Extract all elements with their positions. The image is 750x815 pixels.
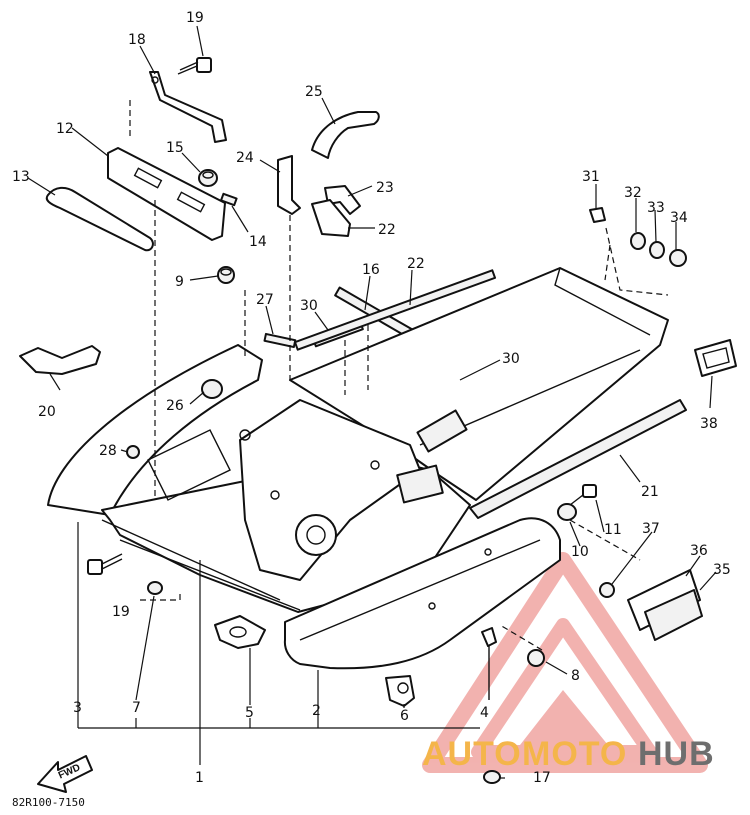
label-2: 2 [312, 703, 321, 719]
collar-10 [557, 503, 577, 521]
svg-text:HUB: HUB [638, 735, 715, 773]
collar-9 [217, 266, 235, 284]
assembly-lines [129, 100, 669, 651]
label-12: 12 [56, 121, 74, 137]
label-34: 34 [670, 210, 688, 226]
strip-21 [469, 399, 687, 519]
label-10: 10 [571, 544, 589, 560]
label-33: 33 [647, 200, 665, 216]
cover-26 [311, 111, 380, 159]
fwd-arrow-icon: FWD [37, 755, 93, 793]
diagram-code: 82R100-7150 [12, 796, 85, 809]
bracket-20 [19, 345, 101, 375]
ring-29 [126, 445, 140, 459]
grommet-8 [527, 649, 545, 667]
strip-22 [293, 269, 497, 351]
bracket-23 [311, 199, 351, 237]
rubber-27 [201, 379, 223, 399]
label-25: 24 [236, 150, 254, 166]
label-1: 1 [195, 770, 204, 786]
watermark-triangle-logo [422, 552, 708, 773]
leader-lines [27, 25, 717, 779]
label-23: 22 [378, 222, 396, 238]
nut-37 [599, 582, 615, 598]
label-16: 16 [362, 262, 380, 278]
label-7: 7 [132, 700, 141, 716]
cap-17 [483, 770, 501, 784]
bolt-top [177, 57, 212, 75]
label-31: 31 [582, 169, 600, 185]
plate-12 [107, 147, 226, 241]
label-20: 20 [38, 404, 56, 420]
label-11: 11 [604, 522, 622, 538]
bracket-5 [214, 615, 266, 649]
bracket-18 [149, 71, 227, 143]
washer-32 [630, 232, 646, 250]
part-labels: 19 18 12 13 15 14 24 25 23 22 9 27 30 16… [12, 10, 731, 786]
pad-14 [220, 192, 238, 207]
label-19-lower: 19 [112, 604, 130, 620]
rubber-15 [198, 169, 218, 187]
bracket-25 [277, 155, 301, 215]
label-6: 6 [400, 708, 409, 724]
side-cover-2 [283, 517, 561, 670]
grommet-38 [694, 339, 737, 377]
label-30-left: 30 [300, 298, 318, 314]
svg-text:MOTO: MOTO [522, 735, 627, 773]
label-35: 35 [713, 562, 731, 578]
label-4: 4 [480, 705, 489, 721]
label-38: 38 [700, 416, 718, 432]
label-13: 13 [12, 169, 30, 185]
label-29: 28 [99, 443, 117, 459]
label-17: 17 [533, 770, 551, 786]
bolt-lower [87, 553, 123, 575]
label-26: 25 [305, 84, 323, 100]
label-27: 26 [166, 398, 184, 414]
nut-34 [669, 249, 687, 267]
label-36: 36 [690, 543, 708, 559]
label-15: 15 [166, 140, 184, 156]
label-22: 22 [407, 256, 425, 272]
watermark-text: AUTO MOTO HUB [422, 735, 715, 773]
label-14: 14 [249, 234, 267, 250]
label-28: 27 [256, 292, 274, 308]
label-21: 21 [641, 484, 659, 500]
label-3: 3 [73, 700, 82, 716]
nut-31 [589, 207, 606, 223]
label-9: 9 [175, 274, 184, 290]
label-32: 32 [624, 185, 642, 201]
bolt-11 [569, 484, 597, 506]
label-5: 5 [245, 705, 254, 721]
reflector-35-36 [627, 569, 703, 641]
strip-28 [263, 332, 297, 349]
label-24: 23 [376, 180, 394, 196]
label-37: 37 [642, 521, 660, 537]
handle-13 [45, 186, 154, 252]
label-8: 8 [571, 668, 580, 684]
stud-4 [481, 627, 497, 700]
cap-7 [147, 581, 163, 595]
label-19-top: 19 [186, 10, 204, 26]
label-30-right: 30 [502, 351, 520, 367]
washer-33 [649, 241, 665, 259]
label-18: 18 [128, 32, 146, 48]
svg-text:AUTO: AUTO [422, 735, 522, 773]
clip-6 [385, 675, 415, 707]
